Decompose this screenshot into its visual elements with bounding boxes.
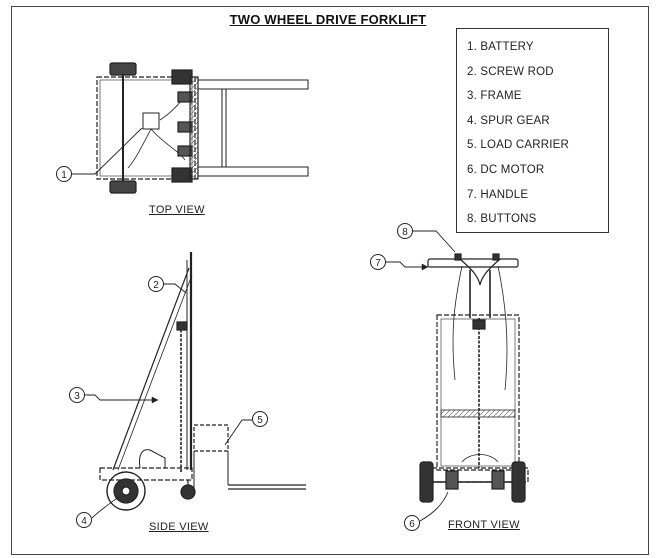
side-view-label: SIDE VIEW [149, 521, 209, 533]
legend-item-handle: 7. HANDLE [467, 188, 529, 201]
callout-3-bubble [69, 387, 85, 403]
callout-2: 2 [153, 280, 159, 291]
top-view-battery [142, 112, 160, 130]
side-view-load-carrier [193, 424, 229, 452]
top-view-mast [189, 76, 199, 180]
drawing-sheet [11, 6, 649, 555]
front-view-wheel [419, 461, 434, 503]
legend-item-dc-motor: 6. DC MOTOR [467, 163, 545, 176]
top-view-wheel [109, 62, 137, 76]
front-view-handle [427, 258, 519, 268]
side-view-frame [112, 267, 190, 471]
callout-4: 4 [81, 516, 87, 527]
callout-1-bubble [56, 166, 72, 182]
callout-6: 6 [409, 519, 415, 530]
front-view-frame [436, 314, 520, 471]
callout-7: 7 [375, 258, 381, 269]
callout-7-bubble [370, 254, 386, 270]
side-view-base [99, 467, 193, 481]
callout-4-bubble [76, 512, 92, 528]
callout-2-bubble [148, 276, 164, 292]
callout-6-bubble [404, 515, 420, 531]
front-view [370, 223, 529, 531]
top-view-label: TOP VIEW [149, 204, 205, 216]
legend-item-battery: 1. BATTERY [467, 41, 534, 53]
front-view-button [454, 253, 462, 261]
legend-item-frame: 3. FRAME [467, 90, 522, 103]
side-view [69, 252, 306, 528]
drawing-title: TWO WHEEL DRIVE FORKLIFT [229, 12, 427, 27]
callout-8-bubble [397, 223, 413, 239]
callout-8: 8 [402, 227, 408, 238]
top-view-fork [197, 79, 309, 90]
top-view-wheel [109, 180, 137, 194]
callout-5: 5 [257, 415, 263, 426]
parts-legend: 1. BATTERY 2. SCREW ROD 3. FRAME 4. SPUR… [456, 28, 609, 233]
front-view-motor [491, 470, 505, 490]
front-view-wheel [511, 461, 526, 503]
front-view-button [492, 253, 500, 261]
side-view-caster-wheel [180, 484, 196, 500]
legend-item-buttons: 8. BUTTONS [467, 213, 537, 226]
legend-item-load-carrier: 5. LOAD CARRIER [467, 139, 570, 152]
legend-item-spur-gear: 4. SPUR GEAR [467, 114, 550, 127]
top-view [56, 62, 309, 194]
legend-item-screw-rod: 2. SCREW ROD [467, 65, 554, 78]
callout-1: 1 [61, 170, 67, 181]
front-view-label: FRONT VIEW [448, 519, 520, 531]
callout-5-bubble [252, 411, 268, 427]
callout-3: 3 [74, 391, 80, 402]
front-view-motor [445, 470, 459, 490]
top-view-fork [197, 166, 309, 177]
side-view-drive-wheel [106, 471, 146, 511]
